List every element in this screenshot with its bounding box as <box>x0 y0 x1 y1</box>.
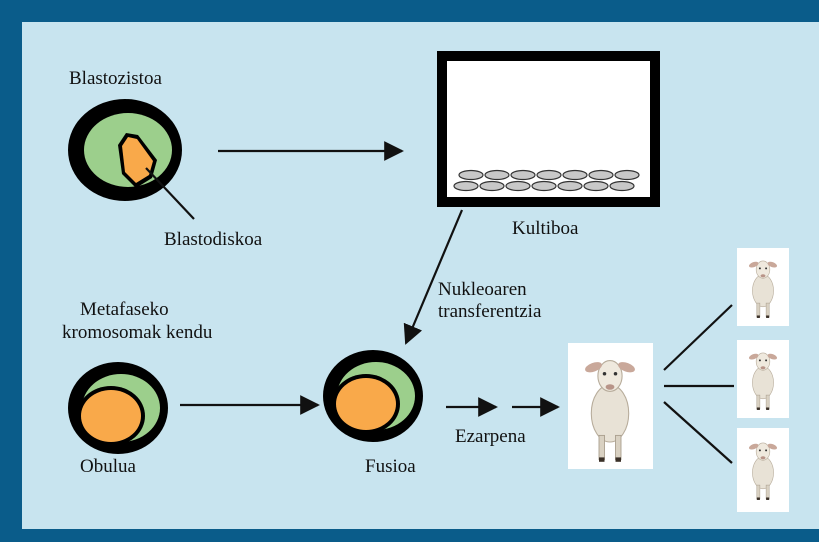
oocyte-cell <box>68 362 168 454</box>
culture-cell <box>615 171 639 180</box>
culture-cell <box>506 182 530 191</box>
label-blastodisc: Blastodiskoa <box>164 229 262 251</box>
label-metaphase-2: kromosomak kendu <box>62 322 212 344</box>
label-oocyte: Obulua <box>80 456 136 478</box>
label-metaphase-1: Metafaseko <box>80 299 169 321</box>
label-nuclear-transfer-2: transferentzia <box>438 301 541 323</box>
culture-cell <box>485 171 509 180</box>
culture-cell <box>589 171 613 180</box>
label-implantation: Ezarpena <box>455 426 526 448</box>
branch-line-bottom <box>664 402 732 463</box>
arrow-nuclear-transfer <box>406 210 462 343</box>
culture-cell <box>532 182 556 191</box>
label-nuclear-transfer-1: Nukleoaren <box>438 279 527 301</box>
label-culture: Kultiboa <box>512 218 579 240</box>
fusion-cell <box>323 350 423 442</box>
branch-line-top <box>664 305 732 370</box>
culture-cell <box>537 171 561 180</box>
culture-cell <box>480 182 504 191</box>
culture-cell <box>454 182 478 191</box>
culture-cell <box>558 182 582 191</box>
culture-cell <box>459 171 483 180</box>
label-blastocyst: Blastozistoa <box>69 68 162 90</box>
culture-cell <box>610 182 634 191</box>
culture-cell <box>563 171 587 180</box>
culture-cell <box>584 182 608 191</box>
culture-cell <box>511 171 535 180</box>
blastocyst-cell <box>68 99 182 201</box>
label-fusion: Fusioa <box>365 456 416 478</box>
